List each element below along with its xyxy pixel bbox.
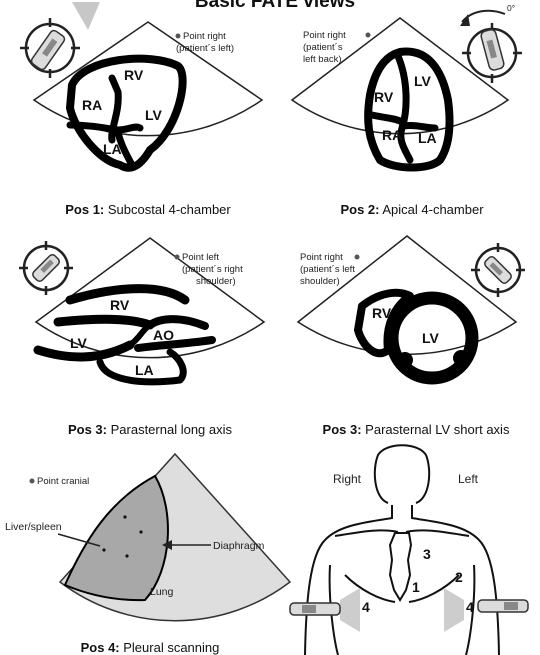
chamber-label-ra: RA — [382, 127, 402, 143]
chamber-label-rv: RV — [124, 67, 144, 83]
chamber-label-rv: RV — [372, 305, 392, 321]
svg-text:(patient´s: (patient´s — [303, 42, 343, 53]
diaphragm-label: Diaphragm — [213, 540, 265, 552]
panel-apical-4-chamber: 0° Point right (patient´s left back) RV … — [292, 3, 522, 217]
chamber-label-lv: LV — [70, 335, 88, 351]
panel-subcostal-4-chamber: Point right (patient´s left) RV RA LV LA… — [20, 2, 262, 217]
svg-text:(patient´s right: (patient´s right — [182, 264, 243, 275]
page-title: Basic FATE views — [195, 0, 355, 12]
probe-beam-left — [444, 588, 464, 632]
panel-body-positions: Right Left 1 2 3 4 4 — [290, 445, 528, 655]
svg-text:(patient´s left: (patient´s left — [300, 264, 355, 275]
svg-text:shoulder): shoulder) — [300, 276, 340, 287]
panel-caption: Pos 3: Parasternal long axis — [68, 422, 233, 437]
chamber-label-la: LA — [418, 130, 437, 146]
liver-spleen-region — [65, 476, 168, 600]
chamber-label-rv: RV — [110, 297, 130, 313]
probe-orientation-icon — [19, 241, 73, 295]
panel-caption: Pos 3: Parasternal LV short axis — [323, 422, 510, 437]
point-note: Point right (patient´s left) — [176, 31, 235, 54]
panel-pleural-scanning: Point cranial Liver/spleen Diaphragm Lun… — [5, 454, 290, 655]
svg-text:(patient´s left): (patient´s left) — [176, 43, 234, 54]
svg-text:Point left: Point left — [182, 252, 219, 263]
panel-caption: Pos 4: Pleural scanning — [81, 640, 220, 655]
svg-text:Point right: Point right — [303, 30, 346, 41]
probe-icon-right — [290, 603, 340, 615]
panel-parasternal-long-axis: Point left (patient´s right shoulder) RV… — [19, 238, 264, 437]
svg-text:Point right: Point right — [300, 252, 343, 263]
position-marker-3: 3 — [423, 546, 431, 562]
panel-parasternal-short-axis: Point right (patient´s left shoulder) RV… — [298, 236, 525, 437]
chamber-label-rv: RV — [374, 89, 394, 105]
probe-icon-left — [478, 600, 528, 612]
chamber-label-la: LA — [103, 141, 122, 157]
lung-label: Lung — [150, 586, 174, 598]
chamber-label-lv: LV — [145, 107, 163, 123]
chamber-label-la: LA — [135, 362, 154, 378]
point-note: Point cranial — [30, 476, 90, 487]
chamber-label-ra: RA — [82, 97, 102, 113]
chamber-label-lv: LV — [414, 73, 432, 89]
position-marker-2: 2 — [455, 569, 463, 585]
rotation-angle-label: 0° — [507, 3, 515, 13]
svg-text:left back): left back) — [303, 54, 342, 65]
svg-text:Point right: Point right — [183, 31, 226, 42]
chamber-label-ao: AO — [153, 327, 174, 343]
probe-beam-right — [340, 588, 360, 632]
position-marker-1: 1 — [412, 579, 420, 595]
liver-spleen-label: Liver/spleen — [5, 521, 62, 533]
chamber-label-lv: LV — [422, 330, 440, 346]
svg-text:Point cranial: Point cranial — [37, 476, 89, 487]
position-marker-4-left: 4 — [466, 599, 474, 615]
panel-caption: Pos 1: Subcostal 4-chamber — [65, 202, 231, 217]
position-marker-4-right: 4 — [362, 599, 370, 615]
svg-text:shoulder): shoulder) — [196, 276, 236, 287]
probe-orientation-icon — [471, 243, 525, 297]
side-label-right: Right — [333, 472, 362, 486]
side-label-left: Left — [458, 472, 479, 486]
panel-caption: Pos 2: Apical 4-chamber — [340, 202, 484, 217]
